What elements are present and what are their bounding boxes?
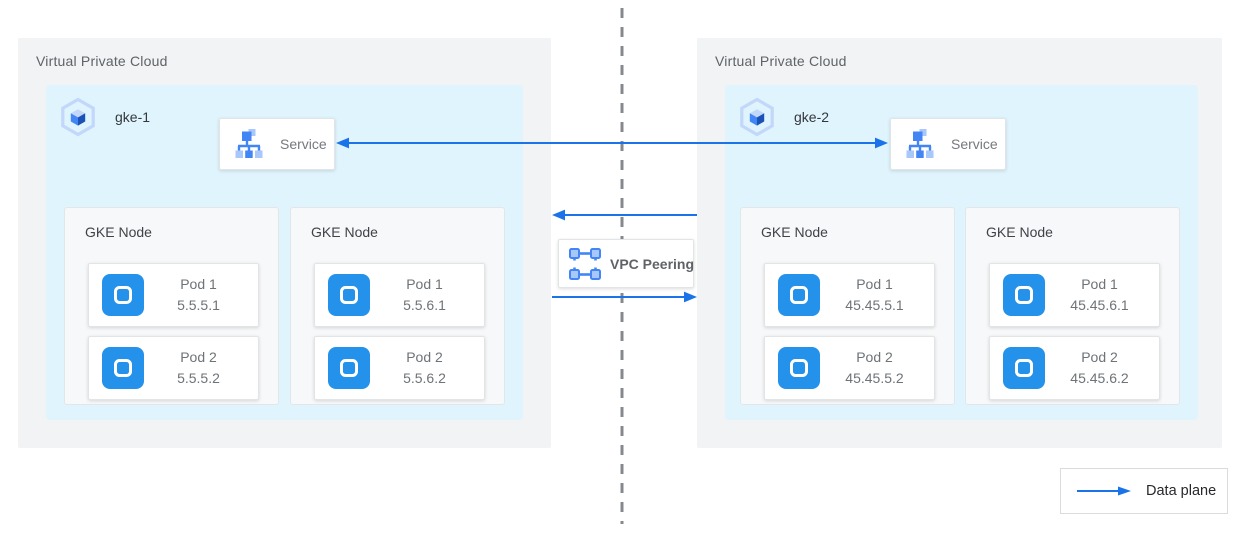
pod-ip: 45.45.6.1 — [1070, 297, 1129, 313]
pod-ip: 5.5.5.2 — [177, 370, 220, 386]
pod-name: Pod 1 — [180, 276, 217, 292]
pod-icon — [327, 346, 371, 390]
service-label: Service — [951, 136, 998, 152]
pod-card: Pod 1 45.45.5.1 — [764, 263, 935, 327]
pod-card: Pod 1 5.5.5.1 — [88, 263, 259, 327]
gke-node-label: GKE Node — [761, 224, 828, 240]
gke-node-2-1: GKE Node Pod 1 45.45.5.1 — [740, 207, 955, 405]
pod-icon — [1002, 346, 1046, 390]
gke-icon — [58, 97, 98, 137]
pod-ip: 45.45.6.2 — [1070, 370, 1129, 386]
vpc-peering-label: VPC Peering — [610, 255, 695, 272]
gke-icon — [737, 97, 777, 137]
pod-ip: 5.5.5.1 — [177, 297, 220, 313]
pod-name: Pod 1 — [856, 276, 893, 292]
pod-card: Pod 2 45.45.5.2 — [764, 336, 935, 400]
gke-cluster-1-header: gke-1 — [58, 97, 150, 137]
pod-icon — [101, 273, 145, 317]
pod-ip: 5.5.6.1 — [403, 297, 446, 313]
pod-info: Pod 2 45.45.5.2 — [821, 347, 934, 389]
gke-cluster-2-name: gke-2 — [794, 109, 830, 125]
gke-cluster-1-name: gke-1 — [115, 109, 151, 125]
pod-info: Pod 2 5.5.6.2 — [371, 347, 484, 389]
service-icon — [232, 127, 266, 161]
pod-info: Pod 2 5.5.5.2 — [145, 347, 258, 389]
pod-info: Pod 1 45.45.5.1 — [821, 274, 934, 316]
vpc-right-label: Virtual Private Cloud — [715, 53, 847, 69]
pod-card: Pod 1 45.45.6.1 — [989, 263, 1160, 327]
pod-card: Pod 2 5.5.5.2 — [88, 336, 259, 400]
pod-info: Pod 1 5.5.5.1 — [145, 274, 258, 316]
gke-node-1-1: GKE Node Pod 1 5.5.5.1 — [64, 207, 279, 405]
gke-node-1-2: GKE Node Pod 1 5.5.6.1 — [290, 207, 505, 405]
vpc-peering-icon — [568, 247, 602, 281]
gke-node-2-2: GKE Node Pod 1 45.45.6.1 — [965, 207, 1180, 405]
vpc-left-label: Virtual Private Cloud — [36, 53, 168, 69]
pod-ip: 45.45.5.1 — [845, 297, 904, 313]
gke-cluster-2-header: gke-2 — [737, 97, 829, 137]
pod-ip: 5.5.6.2 — [403, 370, 446, 386]
data-plane-arrow-icon — [1076, 485, 1132, 497]
pod-name: Pod 1 — [1081, 276, 1118, 292]
pod-name: Pod 1 — [406, 276, 443, 292]
legend-data-plane: Data plane — [1060, 468, 1228, 514]
pod-info: Pod 2 45.45.6.2 — [1046, 347, 1159, 389]
pod-info: Pod 1 45.45.6.1 — [1046, 274, 1159, 316]
pod-card: Pod 1 5.5.6.1 — [314, 263, 485, 327]
service-box-gke-2: Service — [890, 118, 1006, 170]
vpc-peering-box: VPC Peering — [558, 239, 694, 288]
pod-name: Pod 2 — [856, 349, 893, 365]
legend-label: Data plane — [1146, 483, 1217, 499]
gke-cluster-2: gke-2 — [725, 85, 1198, 420]
pod-icon — [1002, 273, 1046, 317]
service-label: Service — [280, 136, 327, 152]
pod-card: Pod 2 5.5.6.2 — [314, 336, 485, 400]
gke-node-label: GKE Node — [311, 224, 378, 240]
vpc-left: Virtual Private Cloud gke-1 — [18, 38, 551, 448]
vpc-right: Virtual Private Cloud gke-2 — [697, 38, 1222, 448]
pod-card: Pod 2 45.45.6.2 — [989, 336, 1160, 400]
pod-icon — [777, 273, 821, 317]
pod-name: Pod 2 — [406, 349, 443, 365]
pod-icon — [327, 273, 371, 317]
gke-cluster-1: gke-1 — [46, 85, 523, 420]
service-box-gke-1: Service — [219, 118, 335, 170]
pod-icon — [101, 346, 145, 390]
pod-name: Pod 2 — [180, 349, 217, 365]
gke-node-label: GKE Node — [986, 224, 1053, 240]
pod-icon — [777, 346, 821, 390]
service-icon — [903, 127, 937, 161]
pod-info: Pod 1 5.5.6.1 — [371, 274, 484, 316]
pod-name: Pod 2 — [1081, 349, 1118, 365]
pod-ip: 45.45.5.2 — [845, 370, 904, 386]
gke-node-label: GKE Node — [85, 224, 152, 240]
